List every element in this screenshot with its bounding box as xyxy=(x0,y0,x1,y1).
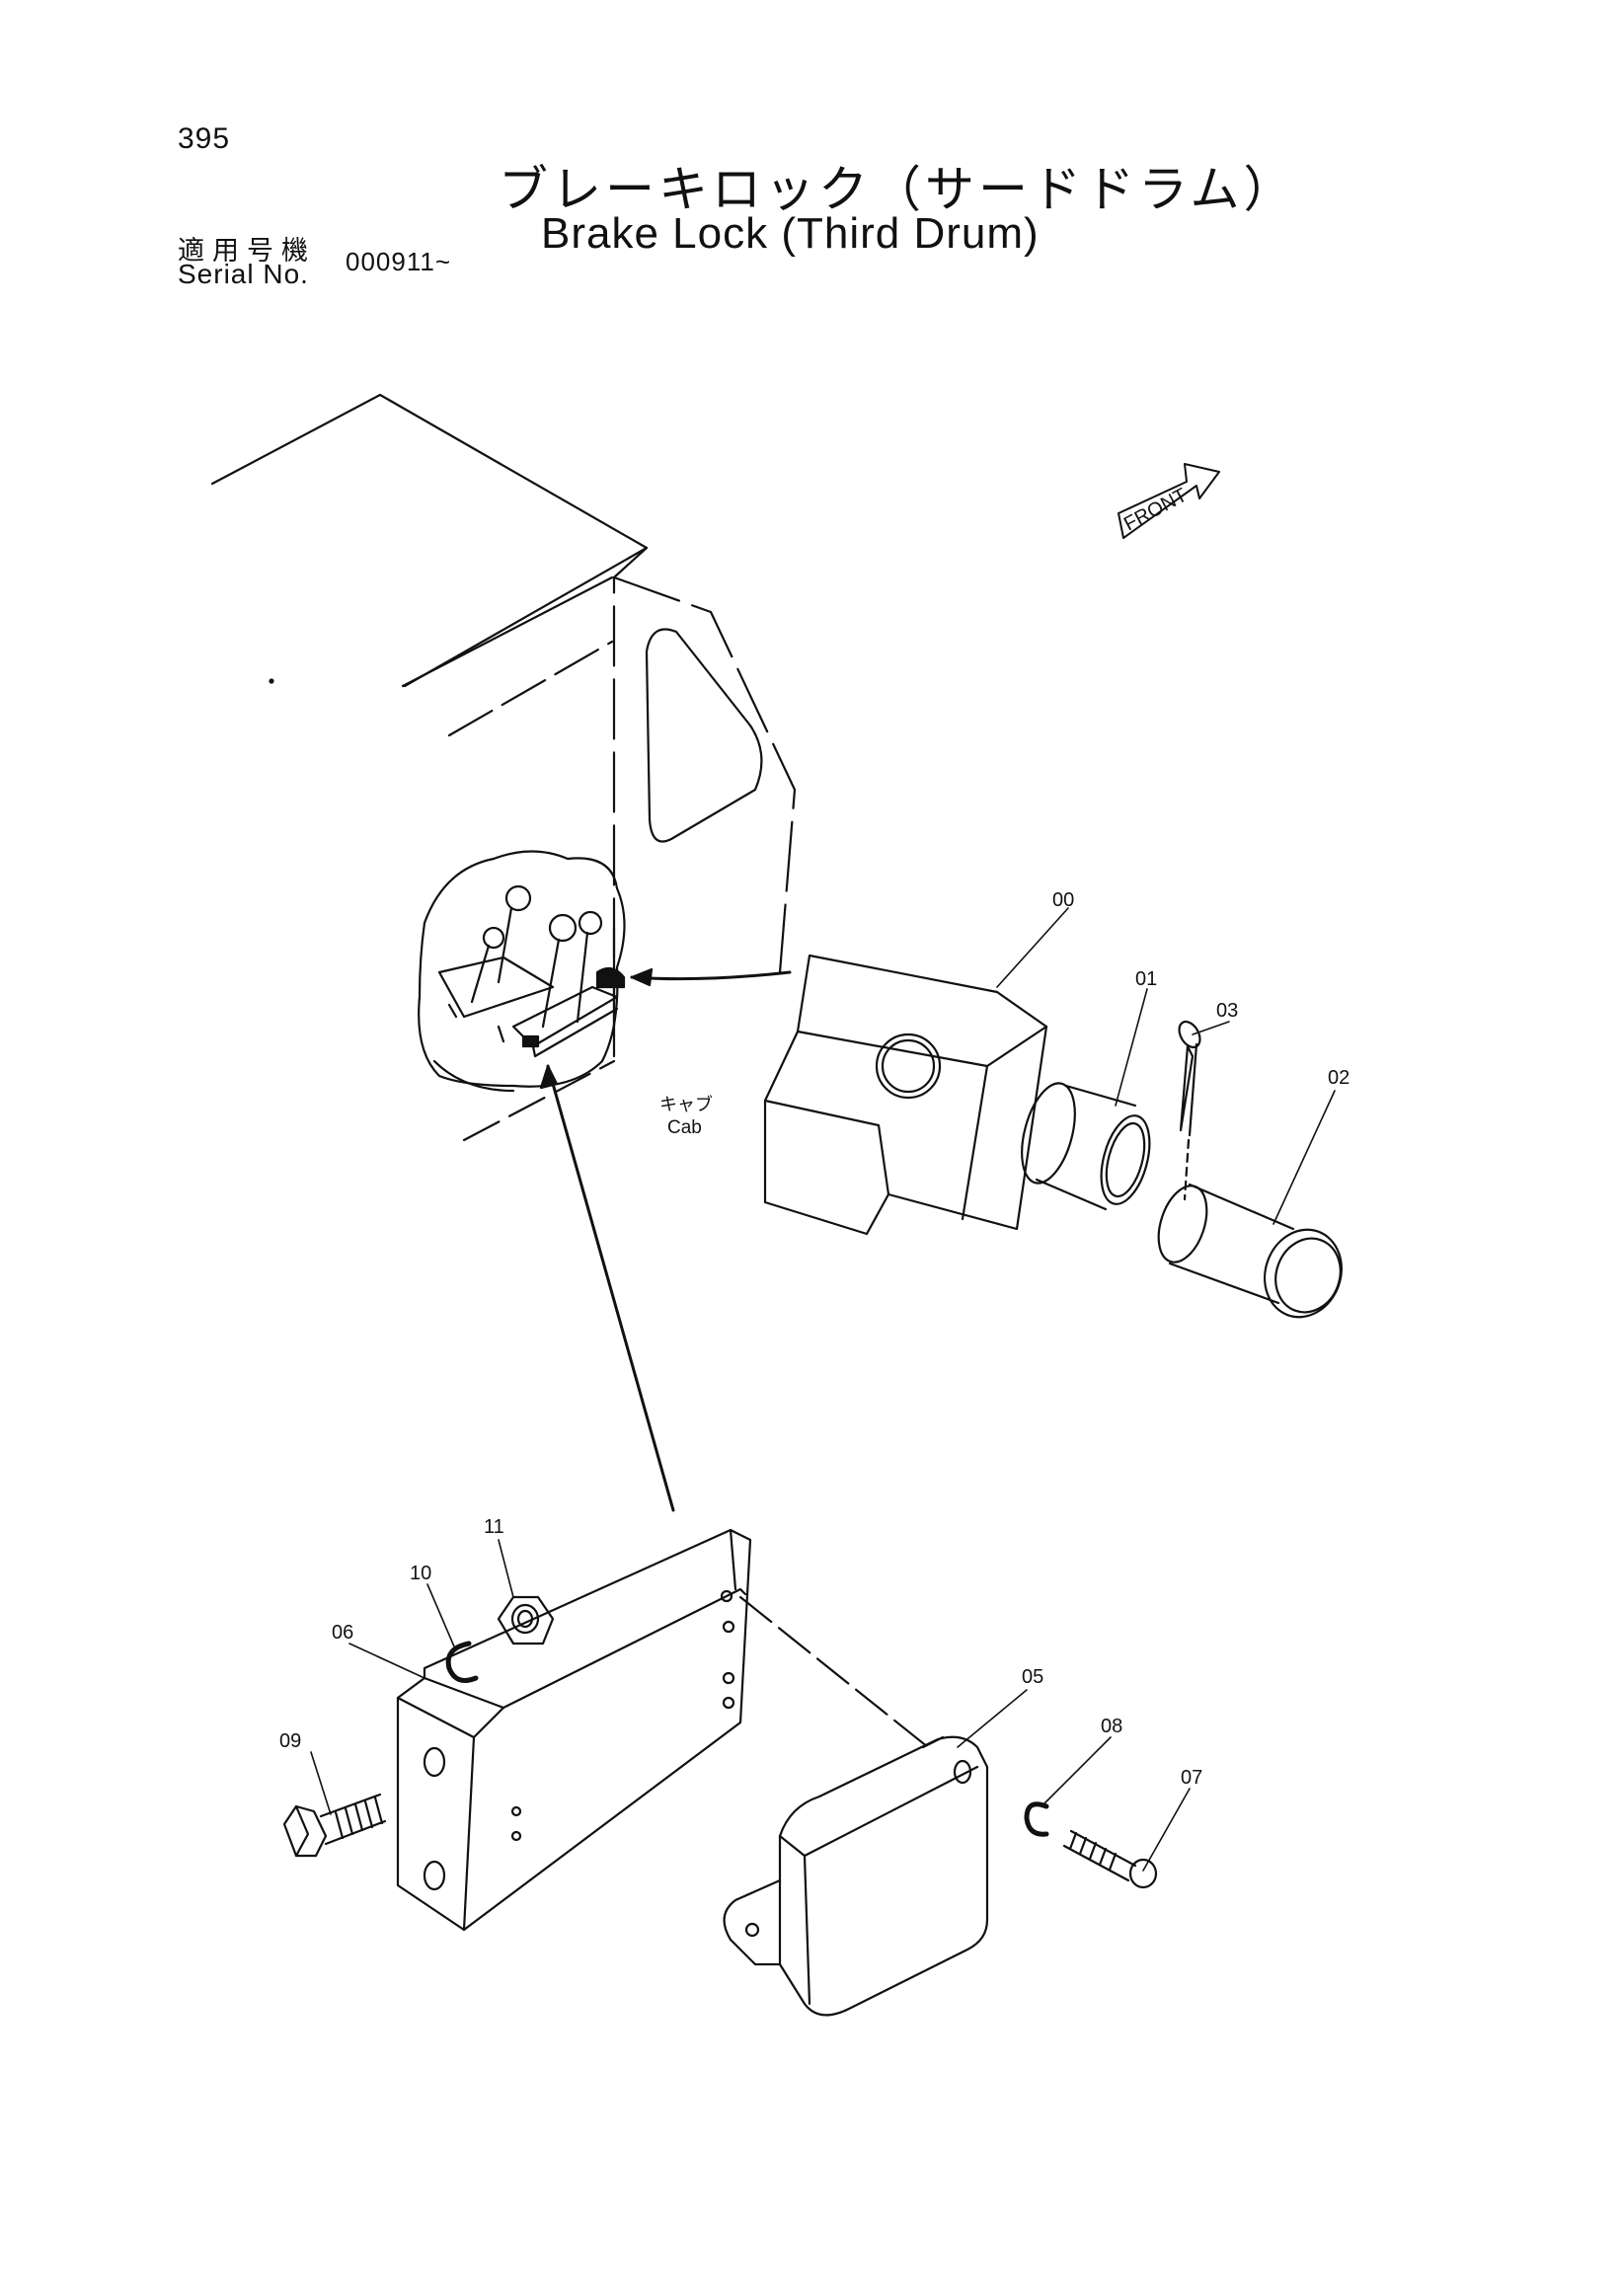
callout-07: 07 xyxy=(1181,1767,1202,1789)
front-direction-arrow: FRONT xyxy=(1118,463,1220,539)
page-title-english: Brake Lock (Third Drum) xyxy=(541,209,1040,258)
part-00-bracket xyxy=(763,954,1048,1236)
part-06-mounting-plate xyxy=(396,1528,752,1932)
callout-11: 11 xyxy=(484,1516,504,1538)
part-08-washer xyxy=(1024,1801,1049,1837)
part-03-cotter-pin xyxy=(1178,1020,1201,1201)
part-11-nut xyxy=(497,1595,555,1645)
lever-detail-bubble xyxy=(418,850,626,1093)
callout-06: 06 xyxy=(332,1622,353,1644)
callout-05: 05 xyxy=(1022,1666,1043,1688)
serial-number-value: 000911~ xyxy=(346,247,452,276)
page-number: 395 xyxy=(178,122,231,155)
alignment-line xyxy=(738,1595,930,1749)
cab-label-japanese: キャブ xyxy=(659,1094,713,1114)
cab-label-english: Cab xyxy=(667,1117,702,1138)
callout-01: 01 xyxy=(1135,968,1157,990)
serial-label-english: Serial No. xyxy=(178,259,309,289)
cab-outline xyxy=(210,393,797,1142)
assembly-arrows xyxy=(539,967,792,1512)
callout-03: 03 xyxy=(1216,1000,1238,1022)
part-09-bolt xyxy=(282,1793,387,1858)
part-10-lock-washer xyxy=(445,1641,479,1683)
part-01-sleeve xyxy=(1021,1082,1151,1211)
part-07-screw xyxy=(1062,1829,1158,1889)
callout-08: 08 xyxy=(1101,1716,1122,1737)
callout-10: 10 xyxy=(410,1563,431,1584)
part-05-switch-box xyxy=(723,1735,989,2017)
callout-numbers: 00 01 02 03 05 06 07 08 09 10 11 xyxy=(279,889,1350,1789)
serial-label-japanese: 適用号機 xyxy=(178,236,316,267)
page-title-japanese: ブレーキロック（サードドラム） xyxy=(499,161,1297,218)
callout-02: 02 xyxy=(1328,1067,1350,1089)
part-02-pin xyxy=(1157,1183,1343,1319)
callout-09: 09 xyxy=(279,1730,301,1752)
callout-leader-lines xyxy=(310,907,1336,1872)
callout-00: 00 xyxy=(1052,889,1074,911)
front-label: FRONT xyxy=(1120,485,1191,536)
